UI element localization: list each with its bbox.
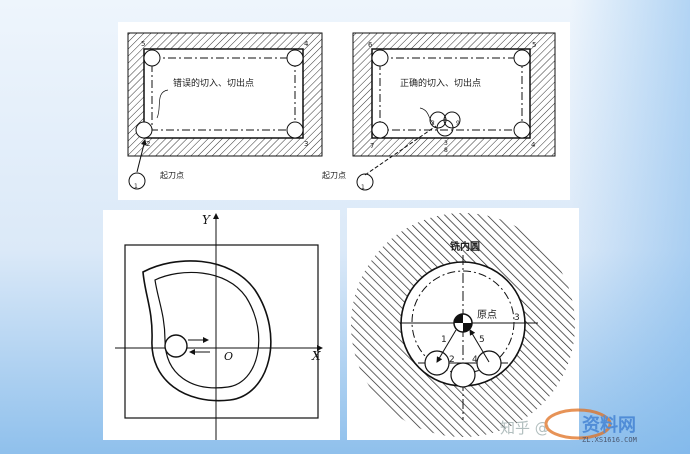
point-label: 2 <box>146 140 150 148</box>
start-point-label: 起刀点 <box>322 171 346 180</box>
logo-text: 资料网 <box>582 414 636 436</box>
point-label: 4 <box>531 141 536 149</box>
point-label: 1 <box>134 183 138 190</box>
inner-circle-milling-diagram: 铣内圆 原点 1 2 3 4 5 <box>347 208 579 440</box>
watermark: 知乎 @ 资料网 ZL.XS1616.COM <box>500 408 637 444</box>
mill-inner-circle-title: 铣内圆 <box>450 240 480 253</box>
point-label: 9 <box>456 120 460 127</box>
point-label: 1 <box>361 184 365 191</box>
logo-url: ZL.XS1616.COM <box>582 436 637 444</box>
point-label: 5 <box>141 40 145 48</box>
background-gradient <box>570 0 690 454</box>
point-label: 5 <box>479 335 485 345</box>
point-label: 2 <box>431 120 435 127</box>
wrong-entry-diagram: 错误的切入、切出点 起刀点 1 2 3 4 5 <box>127 32 323 190</box>
top-panel: 错误的切入、切出点 起刀点 1 2 3 4 5 正确的切入、切出点 起刀点 1 … <box>118 22 570 200</box>
point-label: 3 <box>304 140 308 148</box>
y-axis-label: Y <box>202 213 211 227</box>
origin-label: 原点 <box>477 309 497 321</box>
point-label: 8 <box>444 147 448 154</box>
point-label: 1 <box>441 335 447 345</box>
point-label: 3 <box>444 140 448 147</box>
point-label: 4 <box>304 40 309 48</box>
point-label: 2 <box>449 355 455 365</box>
logo-swoosh-icon <box>544 408 612 440</box>
x-axis-label: X <box>311 349 321 363</box>
point-label: 6 <box>368 41 373 49</box>
correct-caption: 正确的切入、切出点 <box>400 77 481 89</box>
point-label: 3 <box>514 313 520 323</box>
zhihu-watermark: 知乎 @ <box>500 419 550 437</box>
point-label: 4 <box>472 355 478 365</box>
origin-label: O <box>224 350 233 363</box>
correct-entry-diagram: 正确的切入、切出点 起刀点 1 2 3 4 5 6 7 8 9 <box>322 32 556 191</box>
point-label: 7 <box>370 142 374 150</box>
cam-contour-diagram: Y X O <box>103 210 340 440</box>
wrong-caption: 错误的切入、切出点 <box>173 77 254 89</box>
start-point-label: 起刀点 <box>160 171 184 180</box>
point-label: 5 <box>532 41 536 49</box>
